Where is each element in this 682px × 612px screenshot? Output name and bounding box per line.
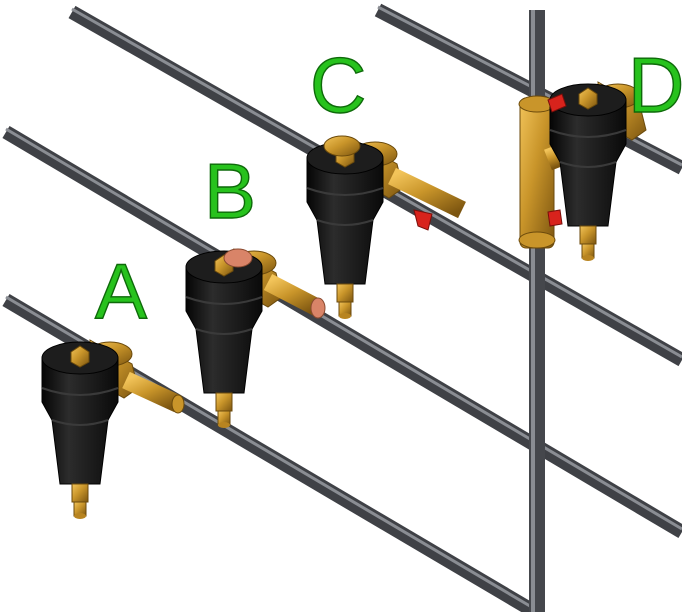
filter-a <box>41 339 185 520</box>
valve-handle-d-top <box>547 93 567 113</box>
label-b: B <box>204 147 256 235</box>
filter-b <box>185 248 326 429</box>
label-a: A <box>95 247 147 335</box>
filter-d <box>518 81 647 262</box>
valve-handle-c <box>413 209 433 231</box>
label-d: D <box>628 41 682 129</box>
valve-handle-d-bottom <box>547 209 563 227</box>
label-c: C <box>310 41 366 129</box>
filter-c <box>306 135 466 320</box>
pipe-3 <box>2 125 682 539</box>
